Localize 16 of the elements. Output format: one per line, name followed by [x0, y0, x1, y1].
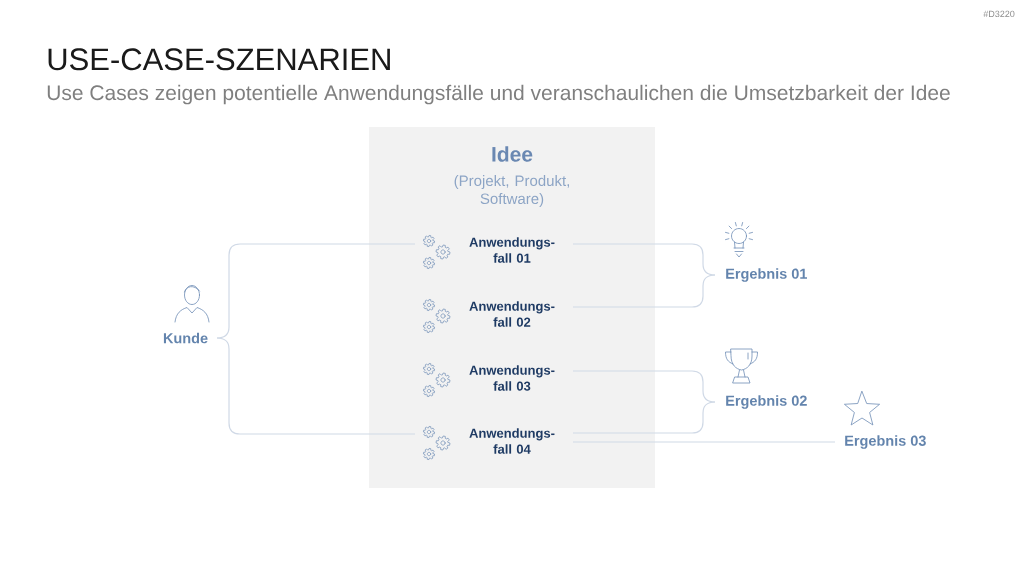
connector-line [216, 337, 416, 435]
slide-subtitle: Use Cases zeigen potentielle Anwendungsfälle und veranschaulichen die Umsetzbarkeit der Idee [47, 84, 950, 105]
result-label: Ergebnis 03 [845, 435, 926, 449]
reference-code: #D3220 [983, 10, 1015, 18]
slide-title: USE-CASE-SZENARIEN [48, 48, 390, 71]
result-label: Ergebnis 02 [726, 395, 807, 409]
use-case-label: Anwendungs- fall 04 [469, 428, 555, 454]
result-label: Ergebnis 01 [726, 268, 807, 282]
panel-subtitle: (Projekt, Produkt, Software) [454, 175, 569, 207]
actor-label: Kunde [163, 332, 208, 344]
panel-title: Idee [492, 146, 533, 162]
connector-line [572, 274, 716, 308]
connector-line [572, 401, 716, 434]
use-case-label: Anwendungs- fall 01 [469, 237, 555, 263]
use-case-label: Anwendungs- fall 02 [469, 301, 555, 327]
use-case-label: Anwendungs- fall 03 [469, 365, 555, 391]
